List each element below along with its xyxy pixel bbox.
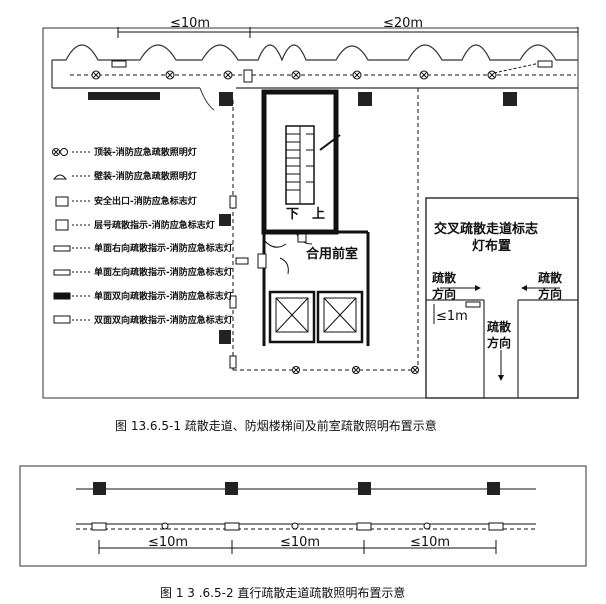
legend: 顶装-消防应急疏散照明灯 壁装-消防应急疏散照明灯 安全出口-消防应急标志灯 层… [52,146,233,326]
inset-dir-down: 方向 [487,335,511,350]
legend-label: 顶装-消防应急疏散照明灯 [94,146,197,158]
inset-dir-right: 方向 [538,286,562,301]
ceiling-light-icon [161,522,169,530]
ceiling-light-icon [352,70,362,80]
floor-sign-icon [297,233,307,243]
cross-corridor-inset [425,197,579,399]
ceiling-light-icon [419,70,429,80]
floor-sign-icon [55,219,69,231]
top-dimension [117,27,579,38]
anteroom-label: 合用前室 [306,246,358,262]
inset-dim: ≤1m [436,309,468,324]
double-face-sign-icon [224,522,240,531]
figure-1-caption: 图 13.6.5-1 疏散走道、防烟楼梯间及前室疏散照明布置示意 [115,418,437,433]
legend-label: 双面双向疏散指示-消防应急标志灯 [94,314,233,326]
double-arrow-sign-icon [53,292,71,300]
dim-label: ≤10m [410,535,450,550]
inset-title: 灯布置 [472,238,511,254]
double-face-sign-icon [91,522,107,531]
double-face-sign-icon [356,522,372,531]
legend-label: 壁装-消防应急疏散照明灯 [94,170,197,182]
figure-2-frame [19,465,587,567]
wall-light-icon [52,174,68,180]
dim-label: ≤10m [148,535,188,550]
elevator [268,290,364,344]
column [219,330,231,344]
dim-label: ≤10m [280,535,320,550]
legend-label: 单面右向疏散指示-消防应急标志灯 [94,242,233,254]
ceiling-light-icon [423,522,431,530]
ceiling-light-icon [411,366,419,374]
wall-block [88,92,160,100]
inset-dir-left: 方向 [432,286,456,301]
double-face-sign-icon [488,522,504,531]
ceiling-light-icon [352,366,360,374]
figure-2-caption: 图 1 3 .6.5-2 直行疏散走道疏散照明布置示意 [160,585,405,600]
column [358,482,371,495]
figure-1: ≤10m ≤20m [42,16,579,433]
ceiling-light-icon [165,70,175,80]
figure-2: ≤10m ≤10m ≤10m 图 1 3 .6.5-2 直行疏散走道疏散照明布置… [19,465,587,600]
exit-sign-icon [257,253,267,269]
double-face-sign-icon [53,315,71,324]
legend-label: 单面双向疏散指示-消防应急标志灯 [94,290,233,302]
left-arrow-sign-icon [53,269,71,276]
legend-label: 层号疏散指示-消防应急标志灯 [94,219,215,231]
inset-title: 交叉疏散走道标志 [434,221,538,237]
left-arrow-sign-icon [537,60,553,68]
bottom-dimension [98,540,497,554]
column [358,92,372,106]
double-arrow-sign-icon [235,257,249,265]
stair-down-label: 下 [286,207,299,222]
column [503,92,517,106]
right-arrow-sign-icon [53,245,71,252]
double-face-sign-icon [229,355,237,369]
exit-sign-icon [55,196,69,207]
legend-label: 单面左向疏散指示-消防应急标志灯 [94,266,233,278]
inset-dir-left: 疏散 [432,270,457,285]
exit-sign-icon [243,69,253,83]
ceiling-light-icon [291,70,301,80]
stair-up-label: 上 [312,207,325,222]
ceiling-light-icon [91,70,101,80]
column [219,214,231,226]
column [487,482,500,495]
ceiling-light-icon [487,70,497,80]
anteroom [262,230,370,346]
corridor-top-wall [51,44,578,89]
ceiling-light-icon [292,366,300,374]
right-arrow-sign-icon [111,60,127,68]
ceiling-light-icon [291,522,299,530]
lighting-circuit-branch [493,62,541,74]
ceiling-light-icon [223,70,233,80]
legend-label: 安全出口-消防应急标志灯 [94,195,197,207]
right-arrow-sign-icon [465,301,481,308]
dim-top-left: ≤10m [170,16,210,31]
wall-light-icon [229,195,237,209]
inset-dir-right: 疏散 [538,270,563,285]
wall-light-icon [229,295,237,309]
column [93,482,106,495]
stairwell [261,89,341,235]
column [225,482,238,495]
ceiling-light-icon [52,148,68,156]
dim-top-right: ≤20m [383,16,423,31]
inset-dir-down: 疏散 [487,319,512,334]
door-swing [199,87,215,111]
column [219,92,233,106]
